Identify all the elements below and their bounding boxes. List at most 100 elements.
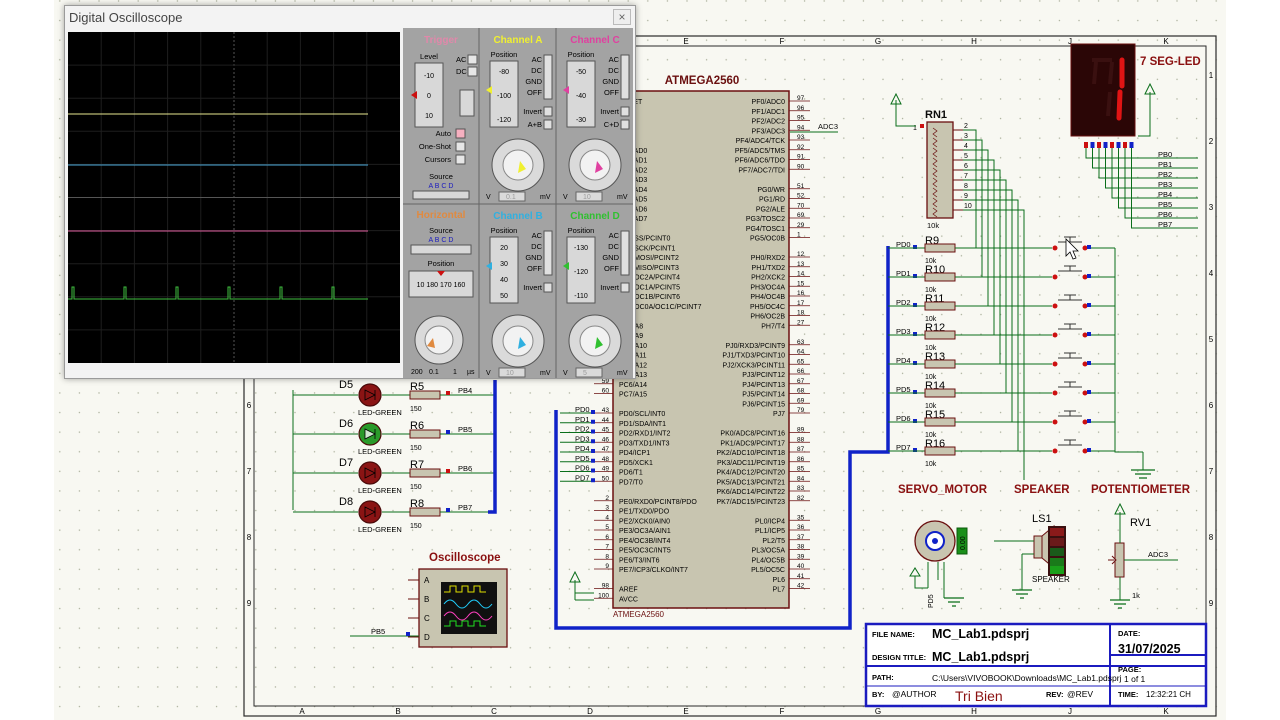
digital-oscilloscope-window[interactable]: Digital Oscilloscope × Trigger Level -10… — [64, 5, 636, 379]
pd-net-marker — [591, 439, 595, 444]
horizontal-timebase-knob[interactable] — [424, 325, 454, 355]
mcu-right-pin-num: 64 — [797, 349, 805, 356]
btn-marker — [1087, 361, 1091, 365]
trigger-one-shot-button[interactable] — [455, 141, 466, 152]
servo-motor[interactable]: 0.00 PD5 — [909, 520, 968, 608]
led-resistor[interactable] — [409, 390, 441, 400]
horizontal-source-slider[interactable] — [410, 244, 472, 255]
trigger-level-slider[interactable] — [414, 62, 444, 128]
mcu-body[interactable] — [612, 90, 790, 609]
channel-dial-readout — [498, 367, 526, 378]
osc-close-button[interactable]: × — [613, 9, 631, 25]
tb-file-name: MC_Lab1.pdsprj — [932, 627, 1029, 641]
channel-coupling-label: OFF — [527, 264, 542, 273]
channel-invert-button[interactable] — [620, 106, 630, 117]
rn1-zigzag — [932, 197, 938, 208]
trigger-auto-button[interactable] — [455, 128, 466, 139]
potentiometer-rv1[interactable]: RV1 ADC3 1k — [1108, 502, 1178, 609]
scope-pin-label: A — [424, 576, 430, 585]
mcu-right-pin-label: PF7/ADC7/TDI — [738, 167, 785, 174]
mcu-right-pin-num: 12 — [797, 251, 805, 258]
channel-coupling-switch[interactable] — [543, 54, 553, 100]
btn-resistor[interactable] — [924, 359, 956, 369]
channel-volts-knob[interactable] — [502, 325, 534, 357]
btn-plunger[interactable] — [1058, 294, 1082, 301]
btn-plunger[interactable] — [1058, 381, 1082, 388]
channel-position-slider[interactable] — [566, 236, 596, 304]
led-ref: D7 — [339, 457, 353, 469]
channel-position-slider[interactable] — [489, 60, 519, 128]
channel-coupling-switch[interactable] — [620, 230, 630, 276]
rn1-zigzag — [932, 207, 938, 218]
trigger-dc-button[interactable] — [467, 66, 478, 77]
atmega2560-chip[interactable]: ATMEGA2560 ATMEGA2560 RESET30PL1PL2PA0/A… — [560, 75, 810, 619]
channel-invert-label: Invert — [600, 107, 620, 116]
channel-invert-button[interactable] — [620, 282, 630, 293]
tb-design-title: MC_Lab1.pdsprj — [932, 650, 1029, 664]
channel-position-slider[interactable] — [566, 60, 596, 128]
led-net-label: PB6 — [458, 464, 472, 473]
led-resistor[interactable] — [409, 507, 441, 517]
led-body[interactable] — [358, 500, 382, 524]
channel-coupling-label: GND — [525, 77, 542, 86]
channel-combine-button[interactable] — [543, 119, 553, 130]
btn-resistor[interactable] — [924, 446, 956, 456]
trigger-source-slider[interactable] — [412, 190, 470, 200]
scope-net: PB5 — [371, 627, 385, 636]
btn-plunger[interactable] — [1058, 410, 1082, 417]
osc-display[interactable] — [68, 32, 400, 363]
btn-plunger[interactable] — [1058, 265, 1082, 272]
channel-coupling-switch[interactable] — [620, 54, 630, 100]
channel-volts-knob[interactable] — [502, 149, 534, 181]
btn-marker — [1087, 390, 1091, 394]
btn-resistor[interactable] — [924, 301, 956, 311]
mcu-right-pin-num: 67 — [797, 378, 805, 385]
seg-lit-digit — [1116, 57, 1125, 121]
btn-resistor[interactable] — [924, 388, 956, 398]
channel-invert-button[interactable] — [543, 106, 553, 117]
btn-plunger[interactable] — [1058, 323, 1082, 330]
channel-position-label: Position — [491, 226, 518, 235]
mcu-right-pin-label: PL4/OC5B — [752, 557, 786, 564]
trigger-ac-button[interactable] — [467, 54, 478, 65]
led-res-value: 150 — [410, 484, 422, 491]
speaker-ls1[interactable]: LS1 SPEAKER — [994, 513, 1070, 599]
trigger-edge-switch[interactable] — [459, 89, 475, 117]
seg-wire — [1105, 148, 1198, 189]
seg-wire — [1098, 148, 1198, 179]
rn1-body[interactable] — [926, 121, 954, 219]
rn1-pullup-wire — [963, 189, 1013, 422]
channel-title: Channel C — [570, 35, 619, 46]
mcu-right-pin-num: 15 — [797, 280, 805, 287]
led-body[interactable] — [358, 461, 382, 485]
channel-coupling-switch[interactable] — [543, 230, 553, 276]
channel-coupling-label: AC — [609, 55, 620, 64]
trigger-level-marker — [411, 91, 417, 99]
btn-plunger[interactable] — [1058, 236, 1082, 243]
mcu-right-pin-num: 91 — [797, 154, 805, 161]
channel-volts-knob[interactable] — [579, 149, 611, 181]
channel-invert-button[interactable] — [543, 282, 553, 293]
btn-resistor[interactable] — [924, 330, 956, 340]
led-resistor[interactable] — [409, 468, 441, 478]
channel-volts-knob[interactable] — [579, 325, 611, 357]
channel-position-slider[interactable] — [489, 236, 519, 304]
mcu-right-pin-num: 83 — [797, 485, 805, 492]
led-resistor[interactable] — [409, 429, 441, 439]
btn-resistor[interactable] — [924, 243, 956, 253]
led-body[interactable] — [358, 383, 382, 407]
channel-combine-button[interactable] — [620, 119, 630, 130]
mcu-right-pin-label: PL1/ICP5 — [755, 528, 785, 535]
scope-pin-label: C — [424, 614, 430, 623]
btn-resistor[interactable] — [924, 272, 956, 282]
mcu-right-pin-num: 82 — [797, 495, 805, 502]
btn-plunger[interactable] — [1058, 352, 1082, 359]
btn-net-marker — [913, 332, 917, 336]
trigger-cursors-button[interactable] — [455, 154, 466, 165]
btn-plunger[interactable] — [1058, 439, 1082, 446]
btn-resistor[interactable] — [924, 417, 956, 427]
scope-trace-a — [444, 585, 486, 593]
seg-body[interactable] — [1070, 43, 1136, 137]
